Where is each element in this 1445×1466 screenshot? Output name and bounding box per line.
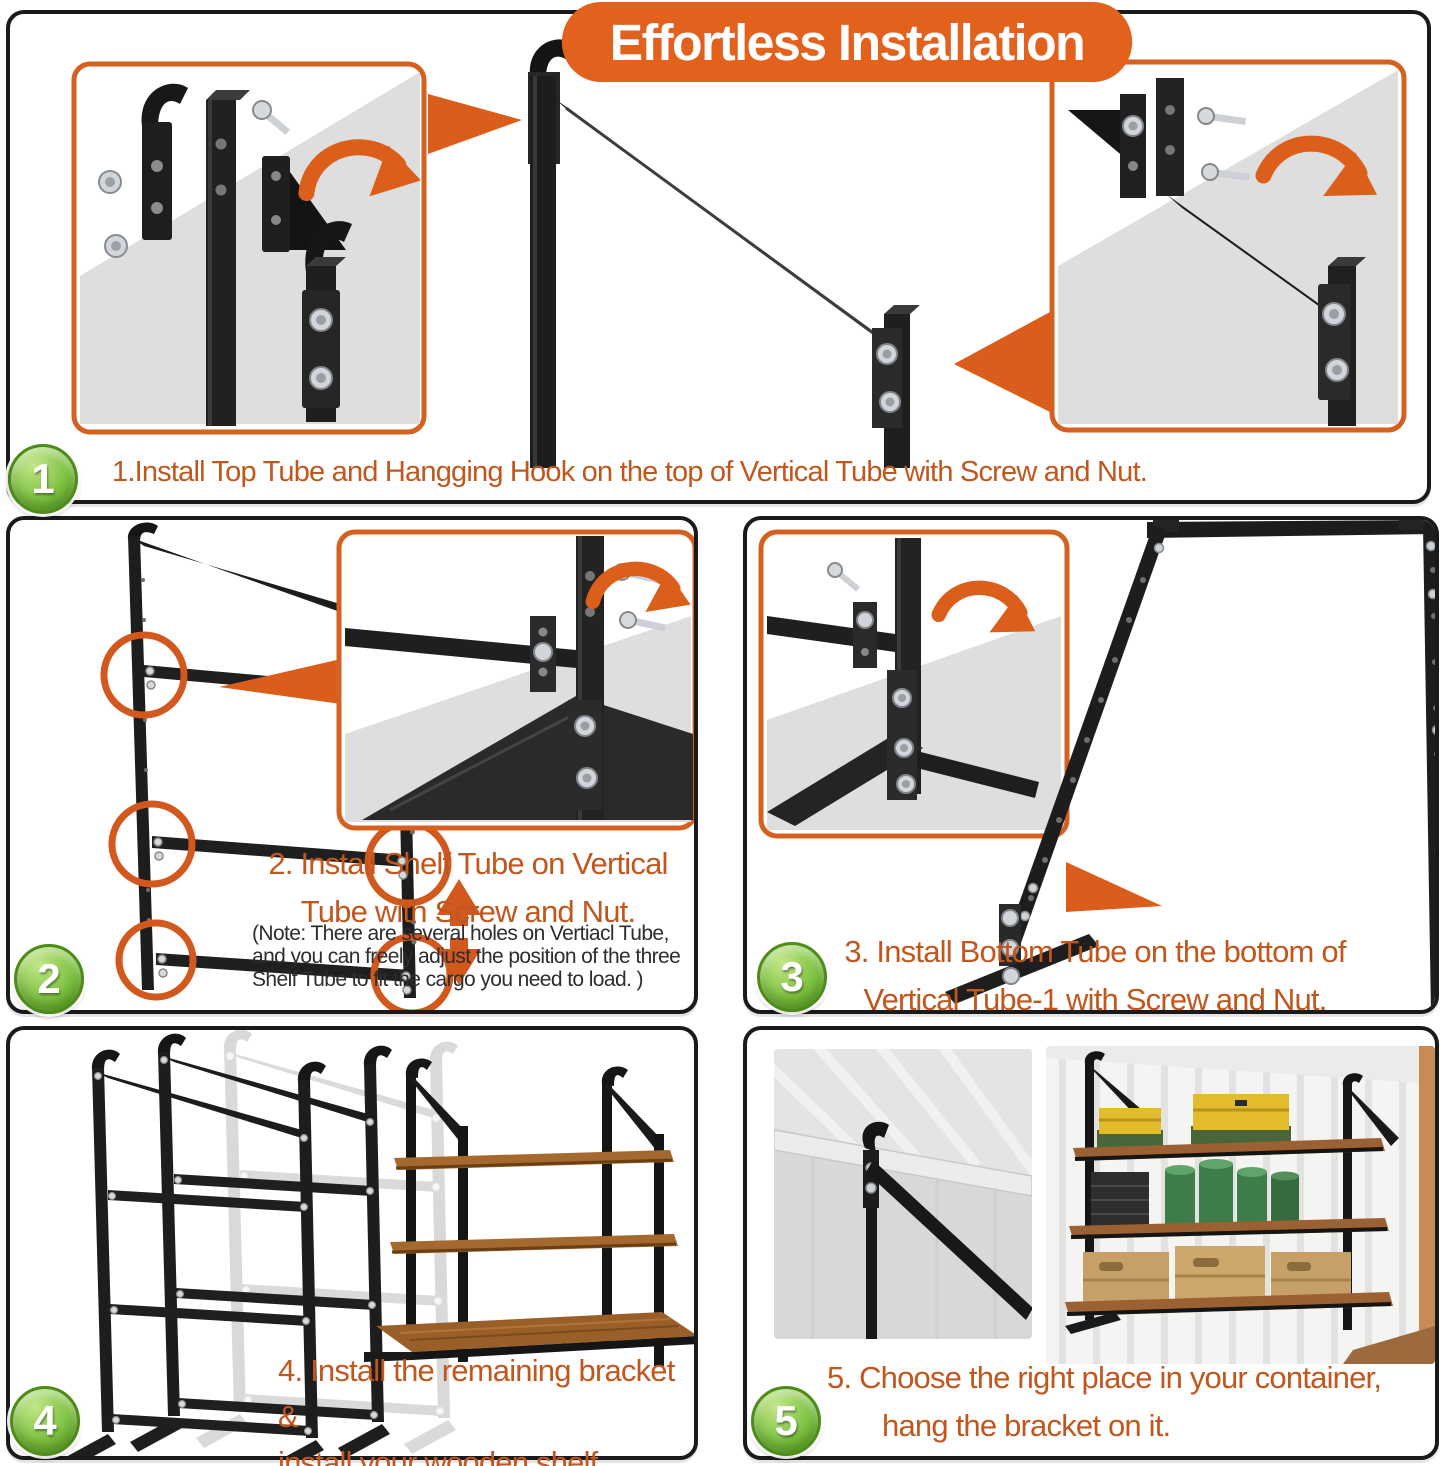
callout-arrow-icon xyxy=(428,94,522,154)
step-3-caption-line1: 3. Install Bottom Tube on the bottom of xyxy=(844,934,1346,969)
step-4-illustration xyxy=(63,1030,694,1456)
curved-arrow-icon xyxy=(931,580,1036,633)
top-tube xyxy=(1147,520,1435,538)
screw-icon xyxy=(1201,163,1251,182)
page-title: Effortless Installation xyxy=(561,2,1133,82)
shelf-tube-inset xyxy=(336,529,694,831)
step-4-panel xyxy=(6,1026,698,1460)
step-4-caption-line1: 4. Install the remaining bracket & xyxy=(278,1353,675,1434)
bolt-icon xyxy=(856,611,874,629)
vertical-tube xyxy=(1001,526,1167,960)
step-2-panel xyxy=(6,516,698,1014)
container-edge xyxy=(1419,1046,1435,1364)
ceiling-strip xyxy=(1046,1046,1435,1084)
hook-on-rail-photo xyxy=(774,1049,1032,1339)
hook-icon xyxy=(141,83,188,240)
screw-icon xyxy=(252,100,290,135)
step-4-badge: 4 xyxy=(10,1386,80,1456)
step-2-caption-line2: Tube with Screw and Nut. xyxy=(300,894,636,929)
mounted-shelf xyxy=(1065,1051,1399,1334)
step-2-note-line2: and you can freely adjust the position o… xyxy=(252,945,681,968)
screw-icon xyxy=(827,562,860,592)
screw-icon xyxy=(619,611,666,632)
vertical-tube xyxy=(206,90,250,426)
step-3-caption-line2: Vertical Tube-1 with Screw and Nut. xyxy=(863,982,1327,1017)
vertical-tube xyxy=(1156,78,1184,196)
step-4-caption-line2: install your wooden shelf. xyxy=(278,1445,606,1466)
step-1-caption: 1.Install Top Tube and Hangging Hook on … xyxy=(112,456,1148,488)
step-5-caption-line2: hang the bracket on it. xyxy=(882,1408,1171,1443)
bolt-icon xyxy=(865,1182,877,1194)
diagonal-top-tube xyxy=(866,1160,1032,1320)
curved-arrow-icon xyxy=(1255,135,1377,197)
step-5-illustration xyxy=(774,1046,1435,1364)
step-3-caption: 3. Install Bottom Tube on the bottom of … xyxy=(795,928,1395,1024)
step-3-illustration xyxy=(758,520,1435,1010)
callout-arrow-icon xyxy=(219,659,341,704)
vertical-tube xyxy=(866,1208,877,1339)
diagonal-top-tube xyxy=(1166,194,1352,330)
step-5-badge: 5 xyxy=(751,1386,821,1456)
bolt-icon xyxy=(1019,540,1435,922)
step-2-note-line3: Shelf Tube to fit the cargo you need to … xyxy=(252,968,644,991)
callout-arrow-icon xyxy=(954,312,1050,412)
gusset-plate xyxy=(1068,110,1132,164)
step-1-illustration xyxy=(71,39,1407,468)
step-2-note-line1: (Note: There are several holes on Vertia… xyxy=(252,922,669,945)
vertical-tube xyxy=(1423,526,1435,1010)
step-2-caption-line1: 2. Install Shelf Tube on Vertical xyxy=(268,846,668,881)
container-rail xyxy=(774,1129,1032,1197)
hook-icon xyxy=(862,1121,889,1152)
bottom-tube xyxy=(767,734,923,826)
step-2-illustration xyxy=(100,522,694,1010)
screw-icon xyxy=(98,170,128,258)
curved-arrow-icon xyxy=(298,139,421,202)
bolt-icon xyxy=(533,642,553,662)
bottom-tube xyxy=(1065,1312,1121,1334)
assembled-hook xyxy=(302,221,352,422)
screw-icon xyxy=(1197,107,1247,126)
shelf-tube xyxy=(362,696,693,820)
storage-bins xyxy=(1083,1246,1351,1302)
step-3-panel xyxy=(743,516,1439,1014)
assembled-shelf xyxy=(364,1058,694,1366)
step-5-panel xyxy=(743,1026,1439,1460)
step-4-caption: 4. Install the remaining bracket & insta… xyxy=(278,1348,698,1466)
shelf-in-container-photo xyxy=(1046,1046,1435,1364)
step-1-badge: 1 xyxy=(8,444,78,514)
callout-arrow-icon xyxy=(1066,862,1162,912)
bottom-tube xyxy=(893,746,1039,798)
step-2-badge: 2 xyxy=(14,944,84,1014)
step-1-panel xyxy=(6,10,1431,504)
buckets-and-pots xyxy=(1091,1159,1299,1226)
shelf-tube xyxy=(156,953,410,982)
top-corner-inset xyxy=(1049,59,1407,433)
step-5-caption-line1: 5. Choose the right place in your contai… xyxy=(827,1360,1382,1395)
exploded-hook-inset xyxy=(71,61,427,435)
step-5-caption: 5. Choose the right place in your contai… xyxy=(827,1354,1427,1450)
bottom-tube-assembly xyxy=(945,904,1099,1004)
shelf-tube xyxy=(345,628,576,668)
shelf-tube xyxy=(152,836,406,867)
curved-arrow-icon xyxy=(585,561,691,612)
bottom-tube-inset xyxy=(758,529,1070,839)
step-2-note: (Note: There are several holes on Vertia… xyxy=(252,922,704,991)
top-tube-assembly xyxy=(528,39,920,468)
floor xyxy=(1343,1326,1435,1364)
step-3-badge: 3 xyxy=(757,942,827,1012)
step-2-caption: 2. Install Shelf Tube on Vertical Tube w… xyxy=(238,840,698,936)
bracket-frame xyxy=(945,520,1435,1010)
ceiling-ribs xyxy=(774,1049,1032,1179)
